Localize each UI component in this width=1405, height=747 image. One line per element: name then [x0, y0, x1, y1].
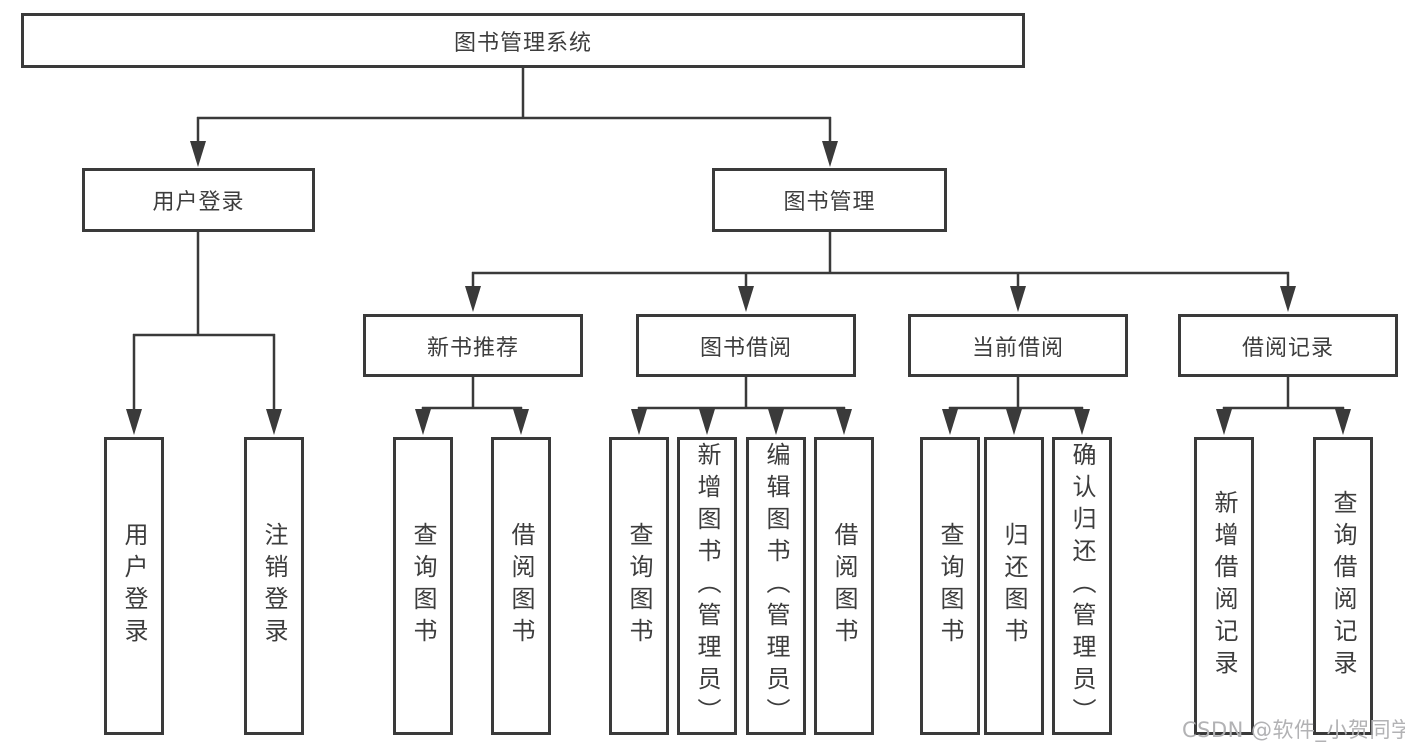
node-borrowing-records: 借阅记录: [1178, 314, 1398, 377]
leaf-records-query-borrow-record-label: 查询借阅记录: [1329, 490, 1357, 682]
leaf-current-return-books: 归还图书: [984, 437, 1044, 735]
leaf-recommend-borrow-books-label: 借阅图书: [507, 522, 535, 650]
node-current-borrowing: 当前借阅: [908, 314, 1128, 377]
leaf-borrowing-borrow-books: 借阅图书: [814, 437, 874, 735]
leaf-recommend-borrow-books: 借阅图书: [491, 437, 551, 735]
leaf-borrowing-edit-books-admin: 编辑图书（管理员）: [746, 437, 806, 735]
node-user-login: 用户登录: [82, 168, 315, 232]
leaf-records-add-borrow-record-label: 新增借阅记录: [1210, 490, 1238, 682]
leaf-records-add-borrow-record: 新增借阅记录: [1194, 437, 1254, 735]
leaf-user-login-label: 用户登录: [120, 522, 148, 650]
leaf-borrowing-borrow-books-label: 借阅图书: [830, 522, 858, 650]
leaf-current-query-books: 查询图书: [920, 437, 980, 735]
leaf-borrowing-add-books-admin: 新增图书（管理员）: [677, 437, 737, 735]
node-library-system: 图书管理系统: [21, 13, 1025, 68]
leaf-borrowing-add-books-admin-label: 新增图书（管理员）: [693, 442, 721, 730]
leaf-borrowing-query-books-label: 查询图书: [625, 522, 653, 650]
leaf-logout-label: 注销登录: [260, 522, 288, 650]
leaf-current-confirm-return-admin: 确认归还（管理员）: [1052, 437, 1112, 735]
leaf-records-query-borrow-record: 查询借阅记录: [1313, 437, 1373, 735]
node-book-management: 图书管理: [712, 168, 947, 232]
leaf-current-confirm-return-admin-label: 确认归还（管理员）: [1068, 442, 1096, 730]
watermark: CSDN @软件_小贺同学: [1182, 718, 1405, 742]
leaf-recommend-query-books-label: 查询图书: [409, 522, 437, 650]
leaf-borrowing-query-books: 查询图书: [609, 437, 669, 735]
leaf-current-return-books-label: 归还图书: [1000, 522, 1028, 650]
node-new-book-recommend: 新书推荐: [363, 314, 583, 377]
leaf-current-query-books-label: 查询图书: [936, 522, 964, 650]
leaf-user-login: 用户登录: [104, 437, 164, 735]
leaf-logout: 注销登录: [244, 437, 304, 735]
leaf-recommend-query-books: 查询图书: [393, 437, 453, 735]
leaf-borrowing-edit-books-admin-label: 编辑图书（管理员）: [762, 442, 790, 730]
node-book-borrowing: 图书借阅: [636, 314, 856, 377]
